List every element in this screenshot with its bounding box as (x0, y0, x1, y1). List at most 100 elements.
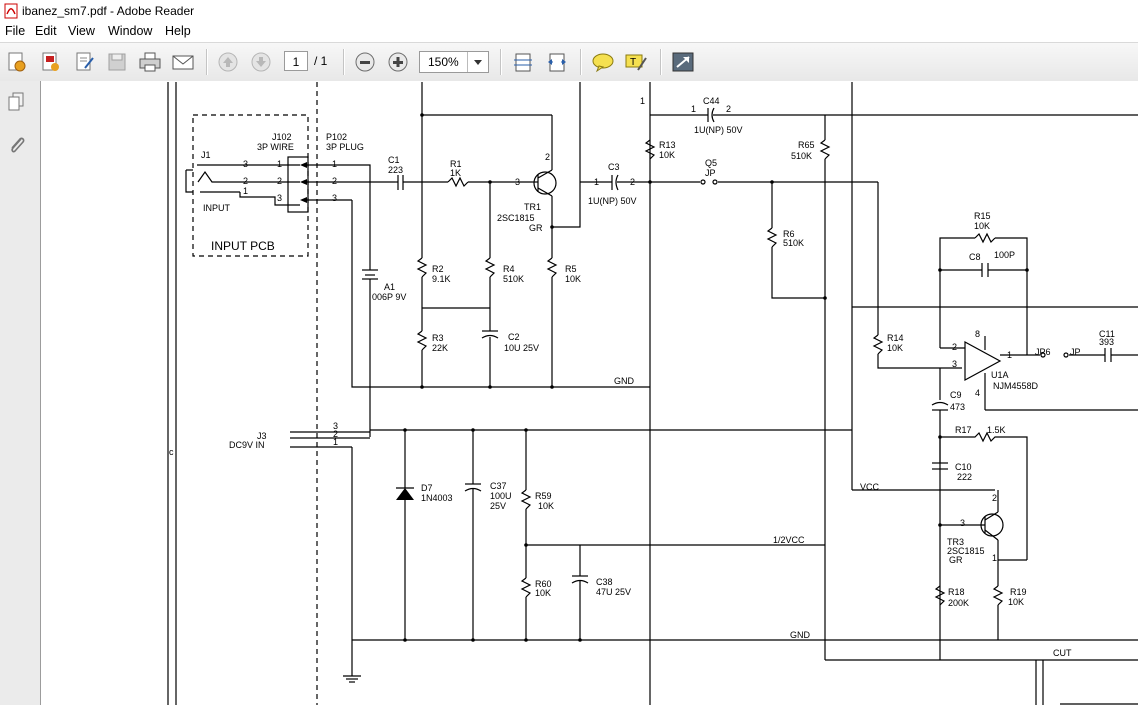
document-view: J1 INPUT INPUT PCB J102 3P WIRE P102 3P … (41, 81, 1138, 705)
label-r13: R13 (659, 140, 676, 150)
label-r59: R59 (535, 491, 552, 501)
label-r65-value: 510K (791, 151, 812, 161)
pin-label: 1 (691, 104, 696, 114)
label-jp: JP (1070, 347, 1081, 357)
email-icon[interactable] (170, 50, 196, 74)
pin-label: 3 (952, 359, 957, 369)
zoom-in-icon[interactable] (385, 50, 411, 74)
label-tr1-value: 2SC1815 (497, 213, 535, 223)
zoom-select[interactable]: 150% (419, 51, 489, 73)
pin-label: 3 (243, 159, 248, 169)
pages-icon[interactable] (6, 91, 26, 113)
fit-width-icon[interactable] (544, 50, 570, 74)
pin-label: 3 (333, 421, 338, 431)
label-r4: R4 (503, 264, 515, 274)
create-pdf-icon[interactable] (4, 50, 30, 74)
fullscreen-icon[interactable] (670, 50, 696, 74)
label-gnd: GND (614, 376, 635, 386)
label-cut: CUT (1053, 648, 1072, 658)
label-j102-value: 3P WIRE (257, 142, 294, 152)
pin-label: 3 (515, 177, 520, 187)
pdf-icon (4, 3, 18, 19)
page-down-icon[interactable] (248, 50, 274, 74)
menu-window[interactable]: Window (108, 24, 153, 38)
label-j1: J1 (201, 150, 211, 160)
label-jp6: JP6 (1035, 347, 1051, 357)
label-r5-value: 10K (565, 274, 581, 284)
label-r5: R5 (565, 264, 577, 274)
label-r1-value: 1K (450, 168, 461, 178)
label-c38: C38 (596, 577, 613, 587)
pin-label: 2 (545, 152, 550, 162)
menu-file[interactable]: File (5, 24, 26, 38)
menu-edit[interactable]: Edit (35, 24, 57, 38)
pin-label: 1 (1007, 350, 1012, 360)
label-c9-value: 473 (950, 402, 965, 412)
label-r17-value: 1.5K (987, 425, 1006, 435)
page-number-input[interactable]: 1 (284, 51, 308, 71)
save-icon[interactable] (104, 50, 130, 74)
navigation-sidebar (0, 81, 41, 705)
fit-page-icon[interactable] (510, 50, 536, 74)
label-c3-value: 1U(NP) 50V (588, 196, 637, 206)
label-r14: R14 (887, 333, 904, 343)
page-up-icon[interactable] (215, 50, 241, 74)
label-c9: C9 (950, 390, 962, 400)
zoom-value: 150% (428, 55, 459, 69)
toolbar-separator (206, 49, 208, 75)
pin-label: 1 (992, 553, 997, 563)
label-r17: R17 (955, 425, 972, 435)
print-icon[interactable] (137, 50, 163, 74)
pin-label: 1 (243, 186, 248, 196)
label-tr3-value: 2SC1815 (947, 546, 985, 556)
title-bar: ibanez_sm7.pdf - Adobe Reader (0, 0, 1138, 23)
pin-label: 1 (332, 159, 337, 169)
label-half-vcc: 1/2VCC (773, 535, 805, 545)
label-c10-value: 222 (957, 472, 972, 482)
pin-label: 2 (243, 176, 248, 186)
pin-label: 1 (277, 159, 282, 169)
label-tr1-grade: GR (529, 223, 543, 233)
label-r15-value: 10K (974, 221, 990, 231)
label-r59-value: 10K (538, 501, 554, 511)
pin-label: 1 (333, 437, 338, 447)
label-u1a: U1A (991, 370, 1009, 380)
label-r18-value: 200K (948, 598, 969, 608)
label-q5: Q5 (705, 158, 717, 168)
label-input: INPUT (203, 203, 231, 213)
label-a1-value: 006P 9V (372, 292, 406, 302)
label-c44-value: 1U(NP) 50V (694, 125, 743, 135)
toolbar-separator (343, 49, 345, 75)
label-vcc: VCC (860, 482, 880, 492)
label-r6: R6 (783, 229, 795, 239)
label-c3: C3 (608, 162, 620, 172)
attachments-icon[interactable] (6, 133, 28, 157)
toolbar-separator (580, 49, 582, 75)
label-r2: R2 (432, 264, 444, 274)
menu-help[interactable]: Help (165, 24, 191, 38)
comment-icon[interactable] (590, 50, 616, 74)
label-input-pcb: INPUT PCB (211, 239, 275, 253)
label-r4-value: 510K (503, 274, 524, 284)
chevron-down-icon[interactable] (467, 52, 488, 72)
zoom-out-icon[interactable] (352, 50, 378, 74)
label-c2-value: 10U 25V (504, 343, 539, 353)
label-c11-value: 393 (1099, 337, 1114, 347)
svg-text:T: T (630, 57, 636, 68)
label-r2-value: 9.1K (432, 274, 451, 284)
menu-view[interactable]: View (68, 24, 95, 38)
edit-icon[interactable] (72, 50, 98, 74)
label-r14-value: 10K (887, 343, 903, 353)
label-c10: C10 (955, 462, 972, 472)
label-r60-value: 10K (535, 588, 551, 598)
pin-label: 2 (333, 429, 338, 439)
edge-label: c (169, 447, 174, 457)
highlight-icon[interactable]: T (623, 50, 649, 74)
pin-label: 4 (975, 388, 980, 398)
label-r15: R15 (974, 211, 991, 221)
export-pdf-icon[interactable] (38, 50, 64, 74)
pin-label: 1 (594, 177, 599, 187)
pin-label: 2 (952, 342, 957, 352)
menu-bar: File Edit View Window Help (0, 22, 1138, 42)
label-c8: C8 (969, 252, 981, 262)
